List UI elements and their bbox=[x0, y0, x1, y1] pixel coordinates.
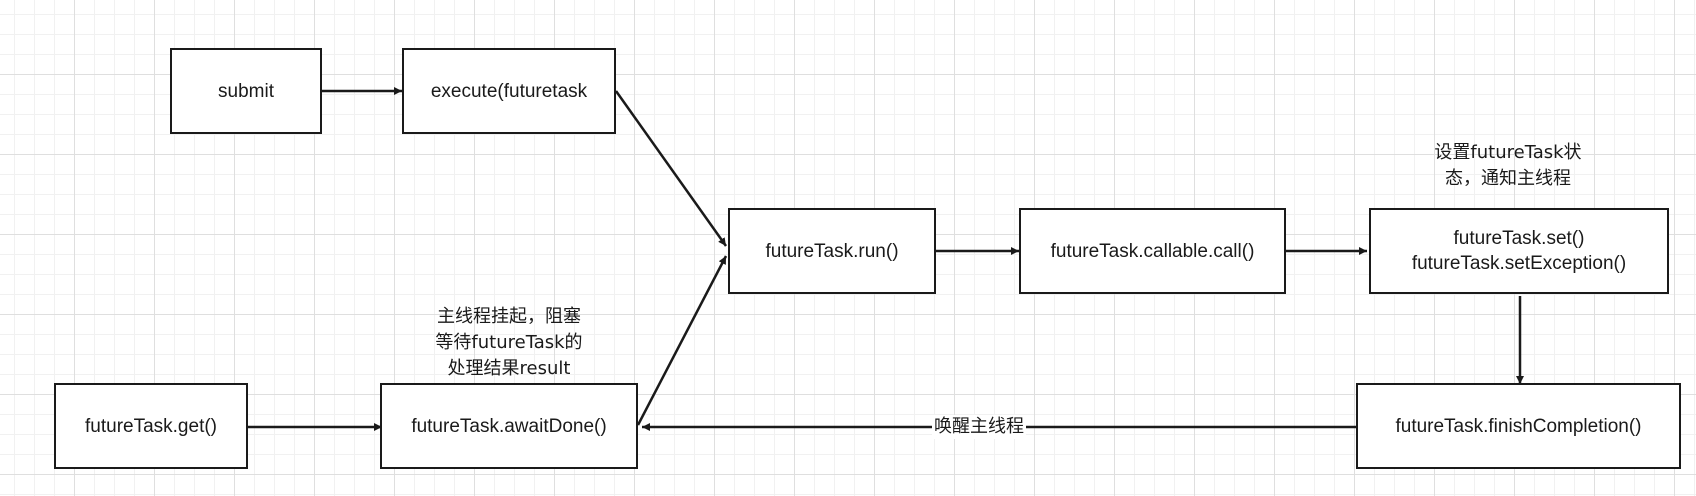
node-execute-label: execute(futuretask bbox=[430, 80, 588, 102]
node-await-label: futureTask.awaitDone() bbox=[411, 415, 607, 437]
edge-execute-to-run bbox=[614, 90, 728, 247]
note-set-state-line1: 设置futureTask状 bbox=[1434, 142, 1582, 163]
note-set-state-line2: 态，通知主线程 bbox=[1445, 168, 1571, 189]
node-get: futureTask.get() bbox=[54, 383, 248, 469]
note-main-blocked: 主线程挂起，阻塞 等待futureTask的 处理结果result bbox=[404, 304, 614, 382]
note-main-blocked-line1: 主线程挂起，阻塞 bbox=[437, 306, 581, 327]
node-await: futureTask.awaitDone() bbox=[380, 383, 638, 469]
node-call: futureTask.callable.call() bbox=[1019, 208, 1286, 294]
node-set: futureTask.set() futureTask.setException… bbox=[1369, 208, 1669, 294]
edge-await-to-run bbox=[636, 255, 728, 426]
node-call-label: futureTask.callable.call() bbox=[1050, 240, 1255, 262]
node-run-label: futureTask.run() bbox=[765, 240, 899, 262]
node-finish-label: futureTask.finishCompletion() bbox=[1395, 415, 1642, 437]
note-set-state: 设置futureTask状 态，通知主线程 bbox=[1408, 140, 1608, 192]
note-main-blocked-line2: 等待futureTask的 bbox=[435, 332, 583, 353]
node-submit-label: submit bbox=[218, 80, 274, 102]
node-get-label: futureTask.get() bbox=[85, 415, 217, 437]
edge-label-wake-main: 唤醒主线程 bbox=[932, 415, 1026, 439]
node-finish: futureTask.finishCompletion() bbox=[1356, 383, 1681, 469]
node-submit: submit bbox=[170, 48, 322, 134]
node-set-label-line2: futureTask.setException() bbox=[1411, 253, 1627, 274]
note-main-blocked-line3: 处理结果result bbox=[447, 358, 571, 379]
node-run: futureTask.run() bbox=[728, 208, 936, 294]
node-set-label-line1: futureTask.set() bbox=[1453, 228, 1585, 249]
node-execute: execute(futuretask bbox=[402, 48, 616, 134]
